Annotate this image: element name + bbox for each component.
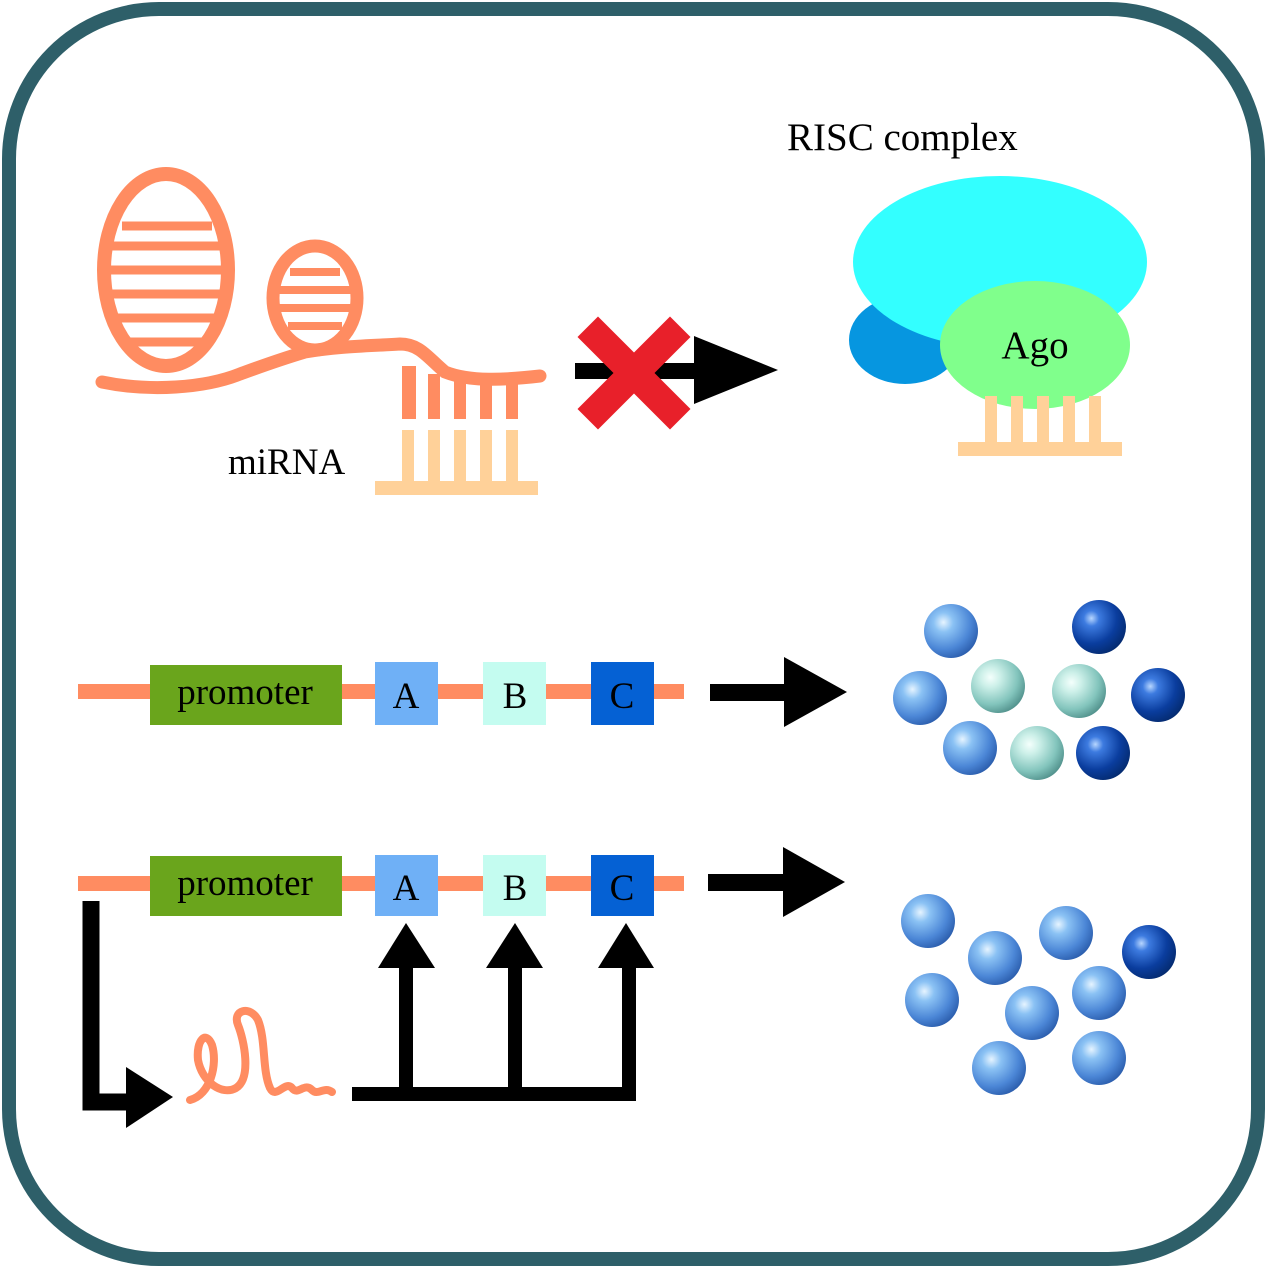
gene-c-box [591,662,654,725]
gene-b-box [483,662,546,725]
mirna-hairpin [95,167,547,419]
gene-b-box [483,855,546,916]
gene-c-label: C [610,868,635,909]
promoter-box [150,856,342,916]
protein-a [943,721,997,775]
protein-c [1072,600,1126,654]
gene-c-box [591,855,654,916]
arrowhead-to-c [598,923,654,968]
expression-arrow-middle [710,657,847,727]
protein-b [1052,664,1106,718]
protein-c [1131,668,1185,722]
protein-a [972,1041,1026,1095]
protein-a [1005,986,1059,1040]
gene-c-label: C [610,676,635,717]
protein-a [893,671,947,725]
protein-a [1072,1031,1126,1085]
red-x-icon [577,316,691,430]
gene-a-label: A [393,868,420,909]
gene-a-box [375,855,438,916]
promoter-label: promoter [177,863,313,904]
arrowhead-to-a [378,923,435,968]
protein-b [1010,726,1064,780]
blocked-arrow [575,316,778,430]
gene-construct-middle: promoter A B C [78,662,684,725]
gene-b-label: B [503,868,528,909]
protein-c [1122,925,1176,979]
gene-construct-bottom: promoter A B C [78,855,684,916]
expression-arrow-bottom [708,847,845,917]
protein-b [971,659,1025,713]
regulation-arrows [352,923,654,1101]
protein-a [924,604,978,658]
risc-complex-label: RISC complex [787,116,1018,159]
risc-complex: Ago [849,176,1147,409]
protein-a [1039,906,1093,960]
protein-products-bottom [901,894,1176,1095]
protein-c [1076,726,1130,780]
promoter-box [150,665,342,725]
protein-a [968,931,1022,985]
blocked-arrow-head [694,336,778,404]
arrowhead-to-b [486,923,543,968]
transcription-arrow [82,901,173,1128]
protein-a [901,894,955,948]
protein-a [905,973,959,1027]
target-mrna-left [375,430,538,495]
mirna-small-loop-rungs [278,268,352,330]
promoter-label: promoter [177,672,313,713]
mirna-big-loop-rungs [104,221,228,347]
mirna-label: miRNA [228,442,345,483]
protein-a [1072,966,1126,1020]
protein-products-middle [893,600,1185,780]
expressed-mirna-squiggle [186,1007,336,1104]
gene-a-label: A [393,676,420,717]
mirna-teeth [402,366,518,419]
ago-protein [940,281,1130,409]
gene-a-box [375,662,438,725]
target-mrna-bound [958,396,1122,456]
ago-label: Ago [1001,324,1068,367]
gene-b-label: B [503,676,528,717]
